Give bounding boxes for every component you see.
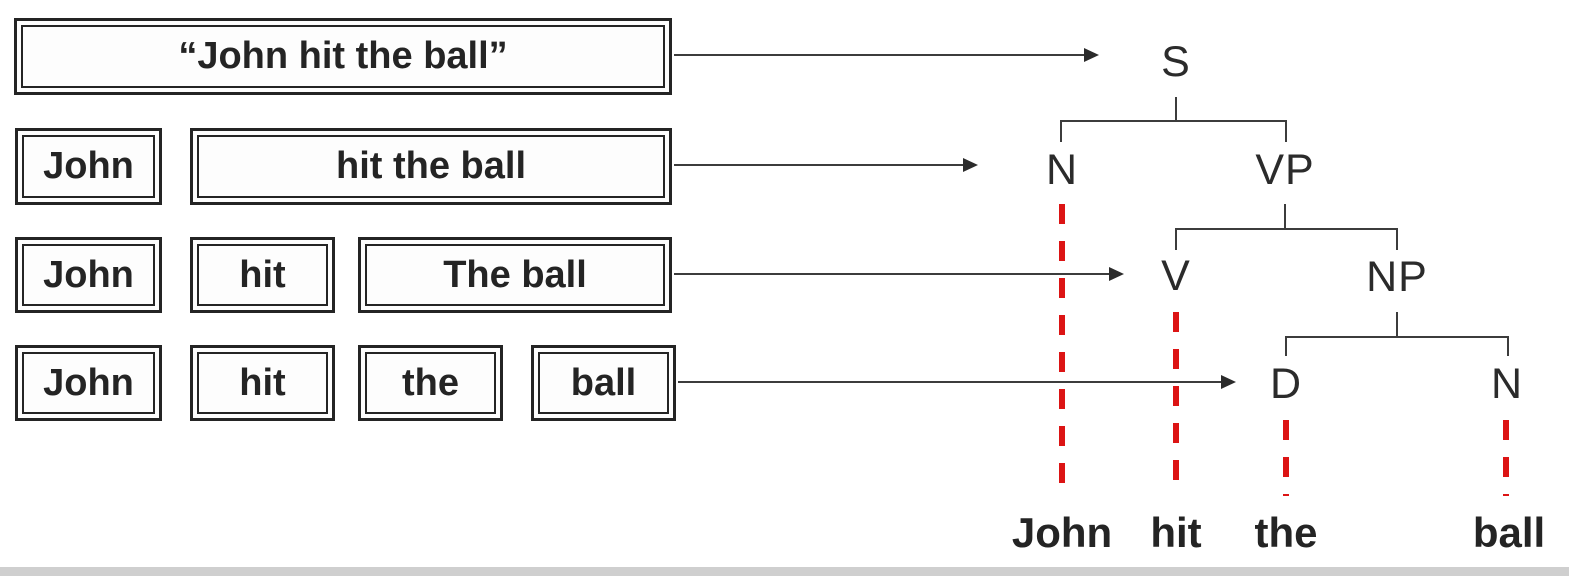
arrow-right-icon — [1109, 267, 1124, 281]
tree-node-d: D — [1269, 360, 1303, 408]
tree-branch-s-to-n-vp — [1060, 120, 1287, 142]
segment-label: John — [22, 352, 155, 414]
segment-box-the-ball: The ball — [358, 237, 672, 313]
segment-box-ball: ball — [531, 345, 676, 421]
arrow-right-icon — [1084, 48, 1099, 62]
segment-label: John — [22, 135, 155, 198]
segment-box-john-r4: John — [15, 345, 162, 421]
segment-label: ball — [538, 352, 669, 414]
tree-branch-stub-vp — [1284, 204, 1286, 228]
sentence-box-full: “John hit the ball” — [14, 18, 672, 95]
segment-label: hit the ball — [197, 135, 665, 198]
sentence-box-label: “John hit the ball” — [21, 25, 665, 88]
dashed-link-n-ball — [1503, 420, 1509, 496]
tree-node-vp: VP — [1255, 146, 1315, 194]
segment-box-john-r2: John — [15, 128, 162, 205]
tree-branch-np-to-d-n — [1285, 336, 1509, 356]
segment-box-hit-r4: hit — [190, 345, 335, 421]
segment-box-hit-the-ball: hit the ball — [190, 128, 672, 205]
dashed-link-d-the — [1283, 420, 1289, 496]
tree-node-n2: N — [1490, 360, 1524, 408]
arrow-line-row2 — [674, 164, 965, 166]
arrow-line-row1 — [674, 54, 1086, 56]
leaf-word-ball: ball — [1472, 509, 1546, 556]
segment-box-hit-r3: hit — [190, 237, 335, 313]
tree-branch-stub-np — [1396, 312, 1398, 336]
segment-box-john-r3: John — [15, 237, 162, 313]
arrow-right-icon — [1221, 375, 1236, 389]
tree-branch-stub-s — [1175, 97, 1177, 120]
segment-box-the: the — [358, 345, 503, 421]
leaf-word-john: John — [1011, 509, 1113, 556]
arrow-line-row3 — [674, 273, 1111, 275]
tree-node-s: S — [1161, 38, 1191, 86]
arrow-line-row4 — [678, 381, 1223, 383]
leaf-word-hit: hit — [1150, 509, 1202, 556]
segment-label: The ball — [365, 244, 665, 306]
bottom-edge-strip — [0, 567, 1569, 576]
tree-branch-vp-to-v-np — [1175, 228, 1398, 250]
tree-node-v: V — [1161, 252, 1191, 300]
arrow-right-icon — [963, 158, 978, 172]
segment-label: John — [22, 244, 155, 306]
tree-node-np: NP — [1366, 253, 1428, 301]
dashed-link-v-hit — [1173, 312, 1179, 496]
segment-label: hit — [197, 352, 328, 414]
tree-node-n1: N — [1045, 146, 1079, 194]
segment-label: hit — [197, 244, 328, 306]
segment-label: the — [365, 352, 496, 414]
leaf-word-the: the — [1254, 509, 1318, 556]
dashed-link-n-john — [1059, 204, 1065, 496]
